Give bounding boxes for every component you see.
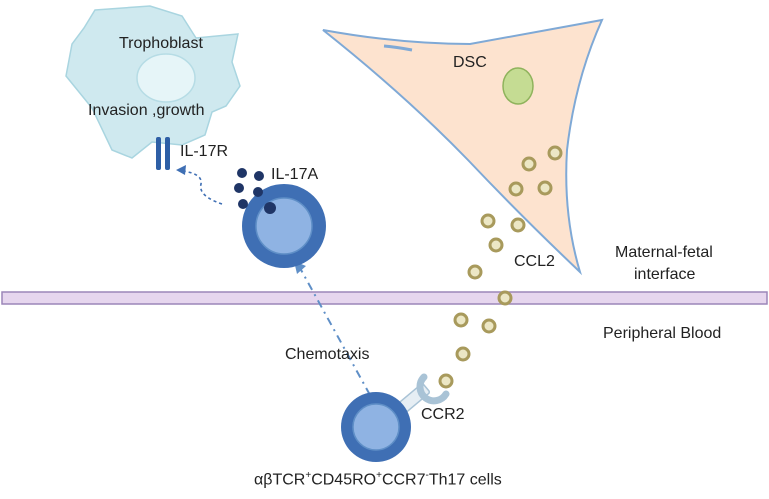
caption-sup1: +	[305, 470, 312, 481]
trophoblast-nucleus	[136, 53, 196, 103]
ccl2-dot	[455, 346, 471, 362]
caption-suffix: Th17 cells	[428, 471, 502, 489]
ccl2-dot	[488, 237, 504, 253]
il17a-signal-arrow	[182, 170, 223, 205]
ccl2-dot	[453, 312, 469, 328]
label-maternal-fetal-line2: interface	[634, 266, 696, 283]
ccl2-dot	[481, 318, 497, 334]
label-caption: αβTCR+CD45RO+CCR7-Th17 cells	[254, 471, 502, 488]
caption-prefix: αβTCR	[254, 471, 306, 489]
caption-mid1: CD45RO	[311, 471, 377, 489]
il17r-receptor-bar-right	[165, 137, 170, 170]
label-chemotaxis: Chemotaxis	[285, 346, 370, 363]
il17a-dot	[234, 183, 244, 193]
ccl2-dot	[497, 290, 513, 306]
dsc-cell-tip	[383, 44, 413, 52]
label-il17a: IL-17A	[271, 166, 319, 183]
il17a-dot	[238, 199, 248, 209]
caption-sup2: +	[376, 470, 382, 481]
th17-cell-lower-nucleus	[352, 403, 400, 451]
membrane-bar	[1, 291, 768, 305]
label-ccr2: CCR2	[421, 406, 465, 423]
ccl2-dot	[537, 180, 553, 196]
chemotaxis-arrow	[299, 267, 371, 396]
ccl2-dot	[521, 156, 537, 172]
il17a-particles	[234, 168, 276, 214]
caption-mid2: CCR7	[381, 471, 426, 489]
il17r-receptor-bar-left	[156, 137, 161, 170]
dsc-nucleus	[502, 67, 534, 105]
ccl2-dot	[508, 181, 524, 197]
ccl2-dot	[510, 217, 526, 233]
ccl2-particles	[438, 145, 563, 389]
label-il17r: IL-17R	[180, 143, 229, 160]
il17a-dot	[253, 187, 263, 197]
il17a-dot	[237, 168, 247, 178]
ccl2-dot	[480, 213, 496, 229]
ccl2-dot	[467, 264, 483, 280]
label-trophoblast: Trophoblast	[119, 35, 203, 52]
label-ccl2: CCL2	[514, 253, 555, 270]
ccl2-dot	[438, 373, 454, 389]
label-dsc: DSC	[453, 54, 487, 71]
il17a-dot	[264, 202, 276, 214]
label-maternal-fetal-line1: Maternal-fetal	[615, 244, 713, 261]
label-invasion-growth: Invasion ,growth	[88, 102, 205, 119]
caption-sup3: -	[425, 470, 429, 481]
il17a-dot	[254, 171, 264, 181]
il17a-signal-arrowhead	[176, 165, 186, 175]
ccl2-dot	[547, 145, 563, 161]
label-peripheral-blood: Peripheral Blood	[603, 325, 722, 342]
